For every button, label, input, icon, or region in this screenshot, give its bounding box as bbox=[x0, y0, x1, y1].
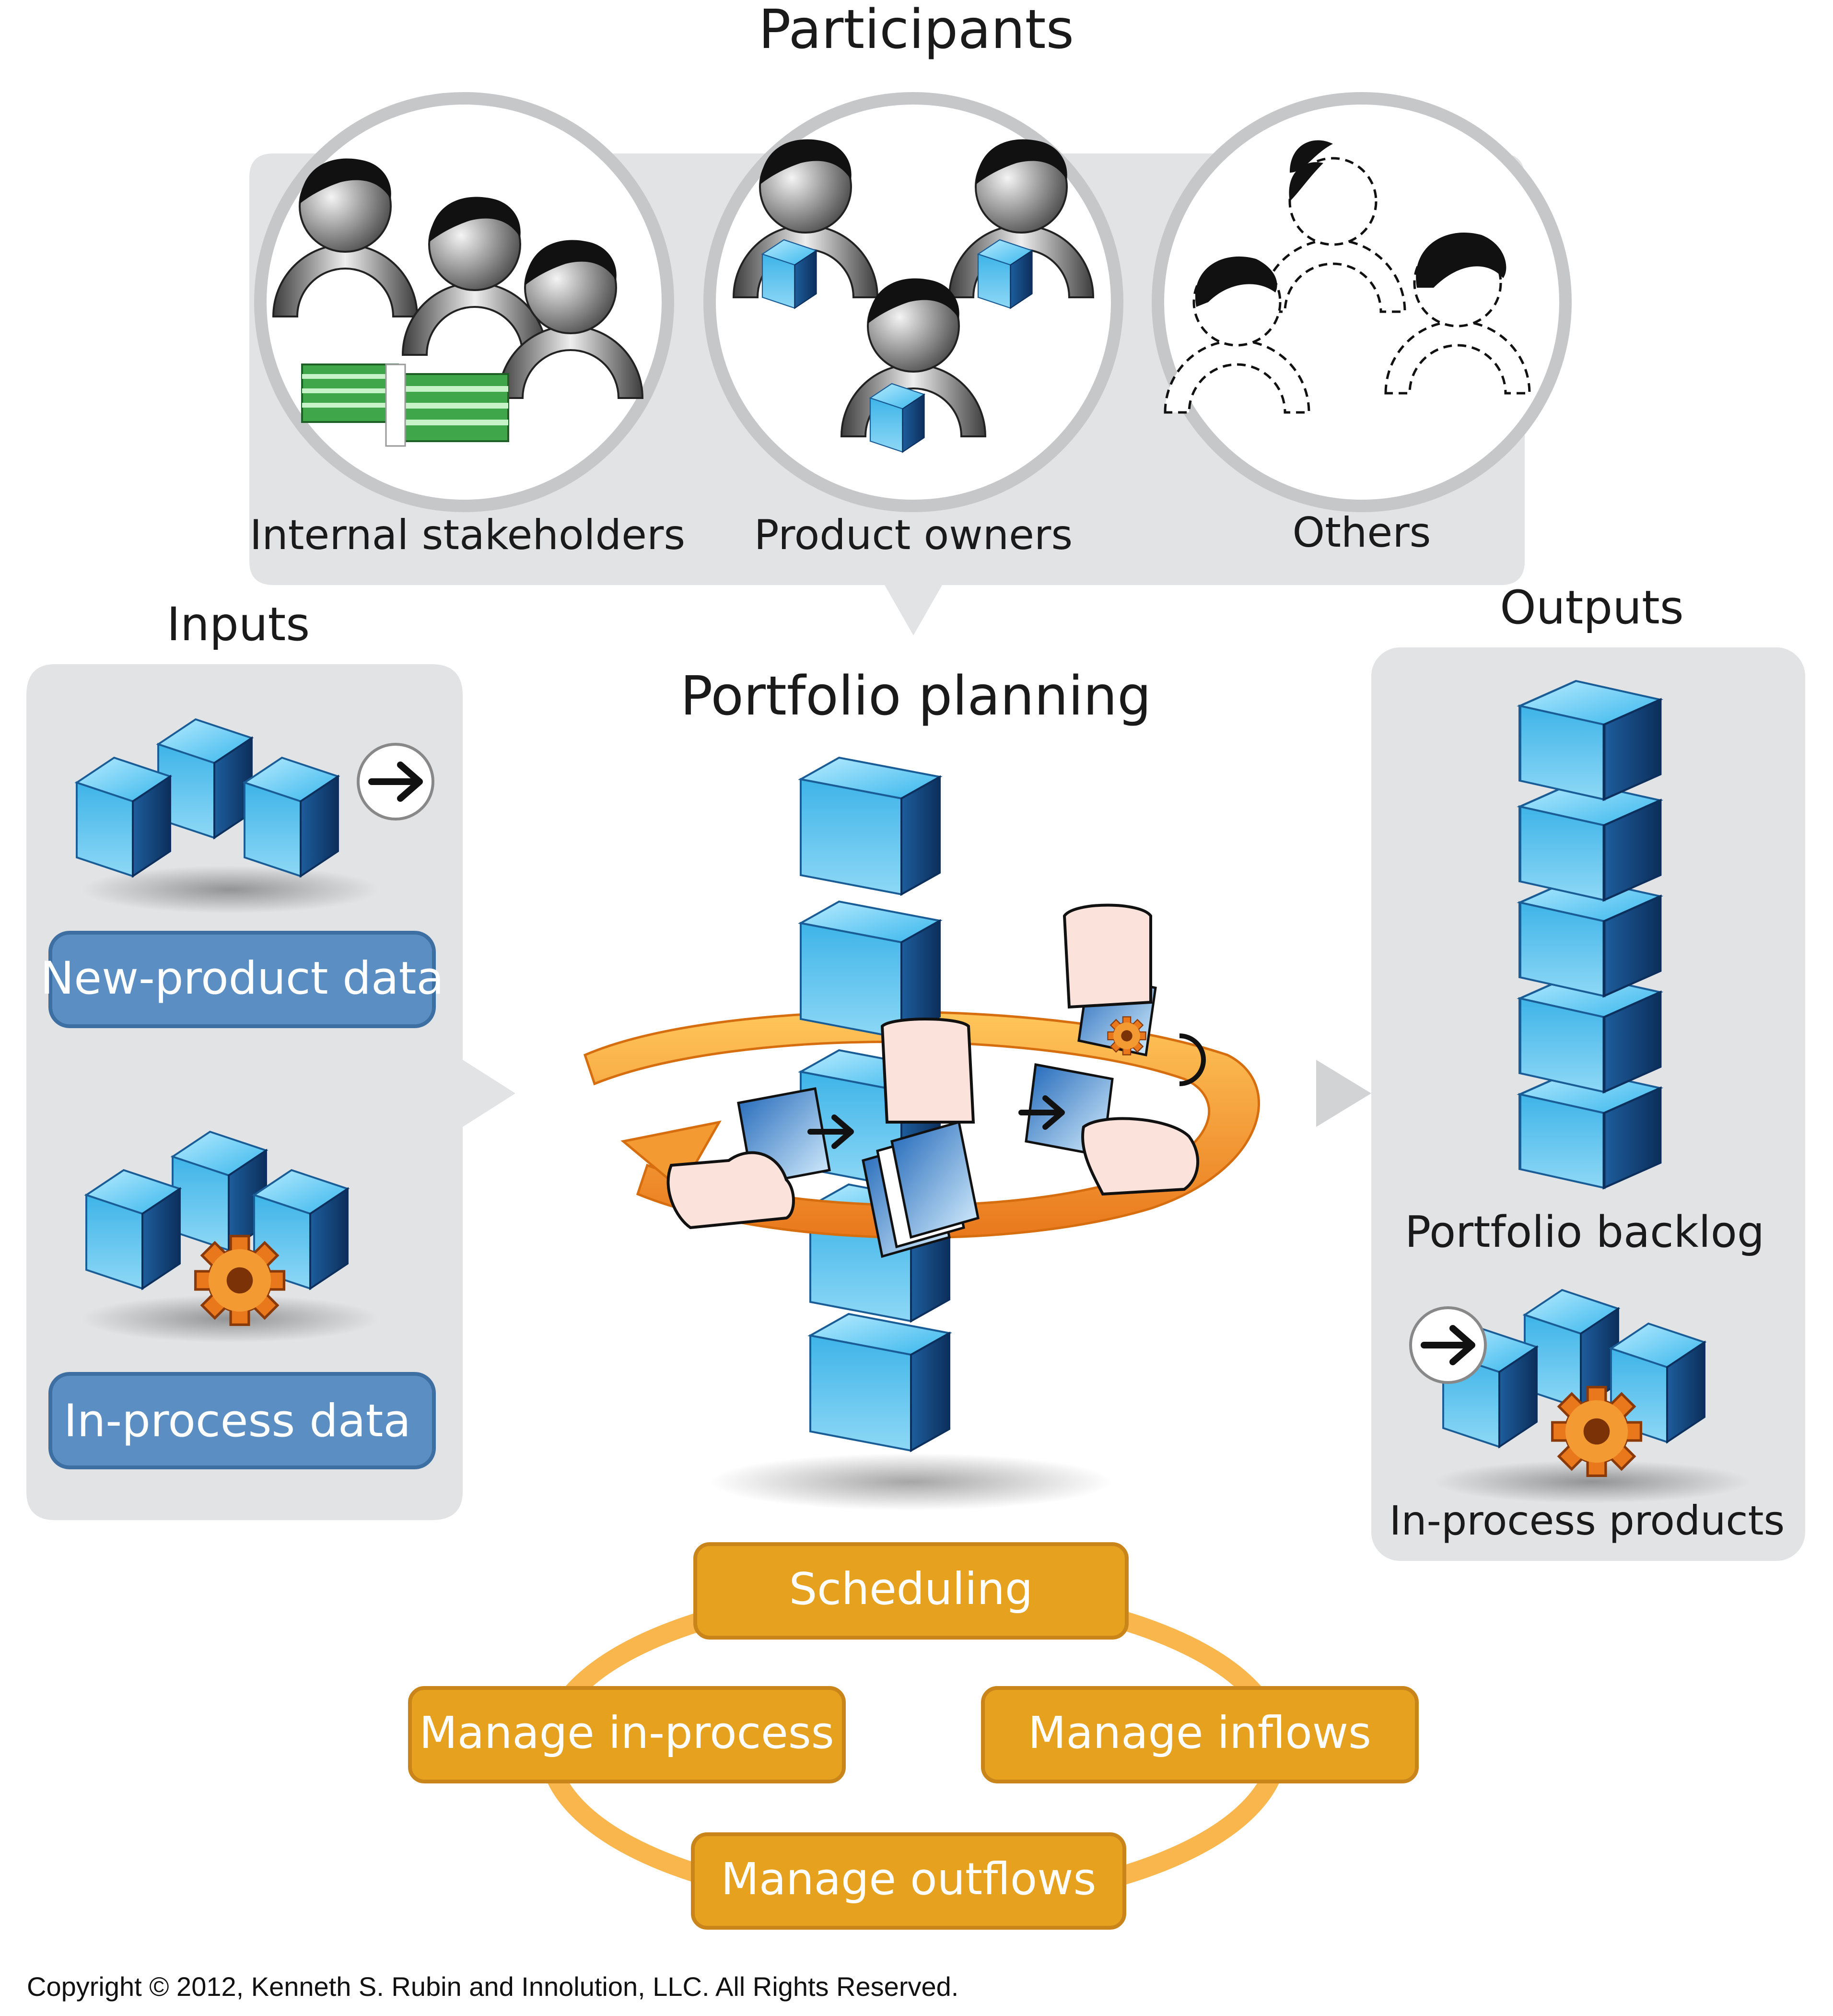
new-product-icon bbox=[76, 718, 434, 914]
gear-icon bbox=[1107, 1016, 1146, 1055]
in-process-data-label: In-process data bbox=[48, 1372, 436, 1469]
inputs-title: Inputs bbox=[167, 598, 310, 651]
participant-label: Product owners bbox=[754, 511, 1073, 559]
gear-icon bbox=[1553, 1387, 1641, 1476]
outputs-title: Outputs bbox=[1500, 581, 1683, 634]
svg-text:Manage inflows: Manage inflows bbox=[1028, 1707, 1371, 1758]
svg-text:Manage in-process: Manage in-process bbox=[419, 1707, 834, 1758]
hand-icon bbox=[666, 903, 1200, 1230]
activity-manage-inflows: Manage inflows bbox=[981, 1686, 1419, 1783]
in-process-products-icon bbox=[1409, 1289, 1750, 1503]
participants-title: Participants bbox=[759, 0, 1074, 61]
outputs-arrow bbox=[1316, 1060, 1371, 1127]
activity-manage-outflows: Manage outflows bbox=[691, 1832, 1126, 1930]
participant-label: Internal stakeholders bbox=[250, 511, 685, 559]
output-label: In-process products bbox=[1389, 1497, 1785, 1544]
new-product-data-label: New-product data bbox=[40, 931, 444, 1028]
output-label: Portfolio backlog bbox=[1405, 1207, 1764, 1257]
product-owners-group: Product owners bbox=[703, 92, 1123, 559]
arrow-right-icon bbox=[1409, 1306, 1487, 1384]
in-process-icon bbox=[82, 1131, 379, 1343]
money-icon bbox=[301, 363, 509, 447]
activity-scheduling: Scheduling bbox=[693, 1542, 1129, 1640]
internal-stakeholders-group: Internal stakeholders bbox=[250, 92, 685, 559]
portfolio-stack bbox=[583, 757, 1260, 1511]
activities-cycle: Scheduling Manage in-process Manage infl… bbox=[408, 1542, 1419, 1930]
portfolio-backlog-icon bbox=[1520, 681, 1660, 1188]
portfolio-planning-title: Portfolio planning bbox=[680, 665, 1151, 727]
copyright-notice: Copyright © 2012, Kenneth S. Rubin and I… bbox=[27, 1971, 959, 2002]
svg-text:Manage outflows: Manage outflows bbox=[721, 1853, 1097, 1905]
svg-text:New-product data: New-product data bbox=[40, 952, 444, 1005]
svg-text:In-process data: In-process data bbox=[64, 1395, 411, 1447]
participant-label: Others bbox=[1293, 509, 1431, 557]
svg-text:Scheduling: Scheduling bbox=[789, 1563, 1033, 1615]
others-group: Others bbox=[1152, 92, 1572, 557]
activity-manage-in-process: Manage in-process bbox=[408, 1686, 846, 1783]
gear-icon bbox=[196, 1236, 284, 1325]
arrow-right-icon bbox=[357, 743, 434, 820]
